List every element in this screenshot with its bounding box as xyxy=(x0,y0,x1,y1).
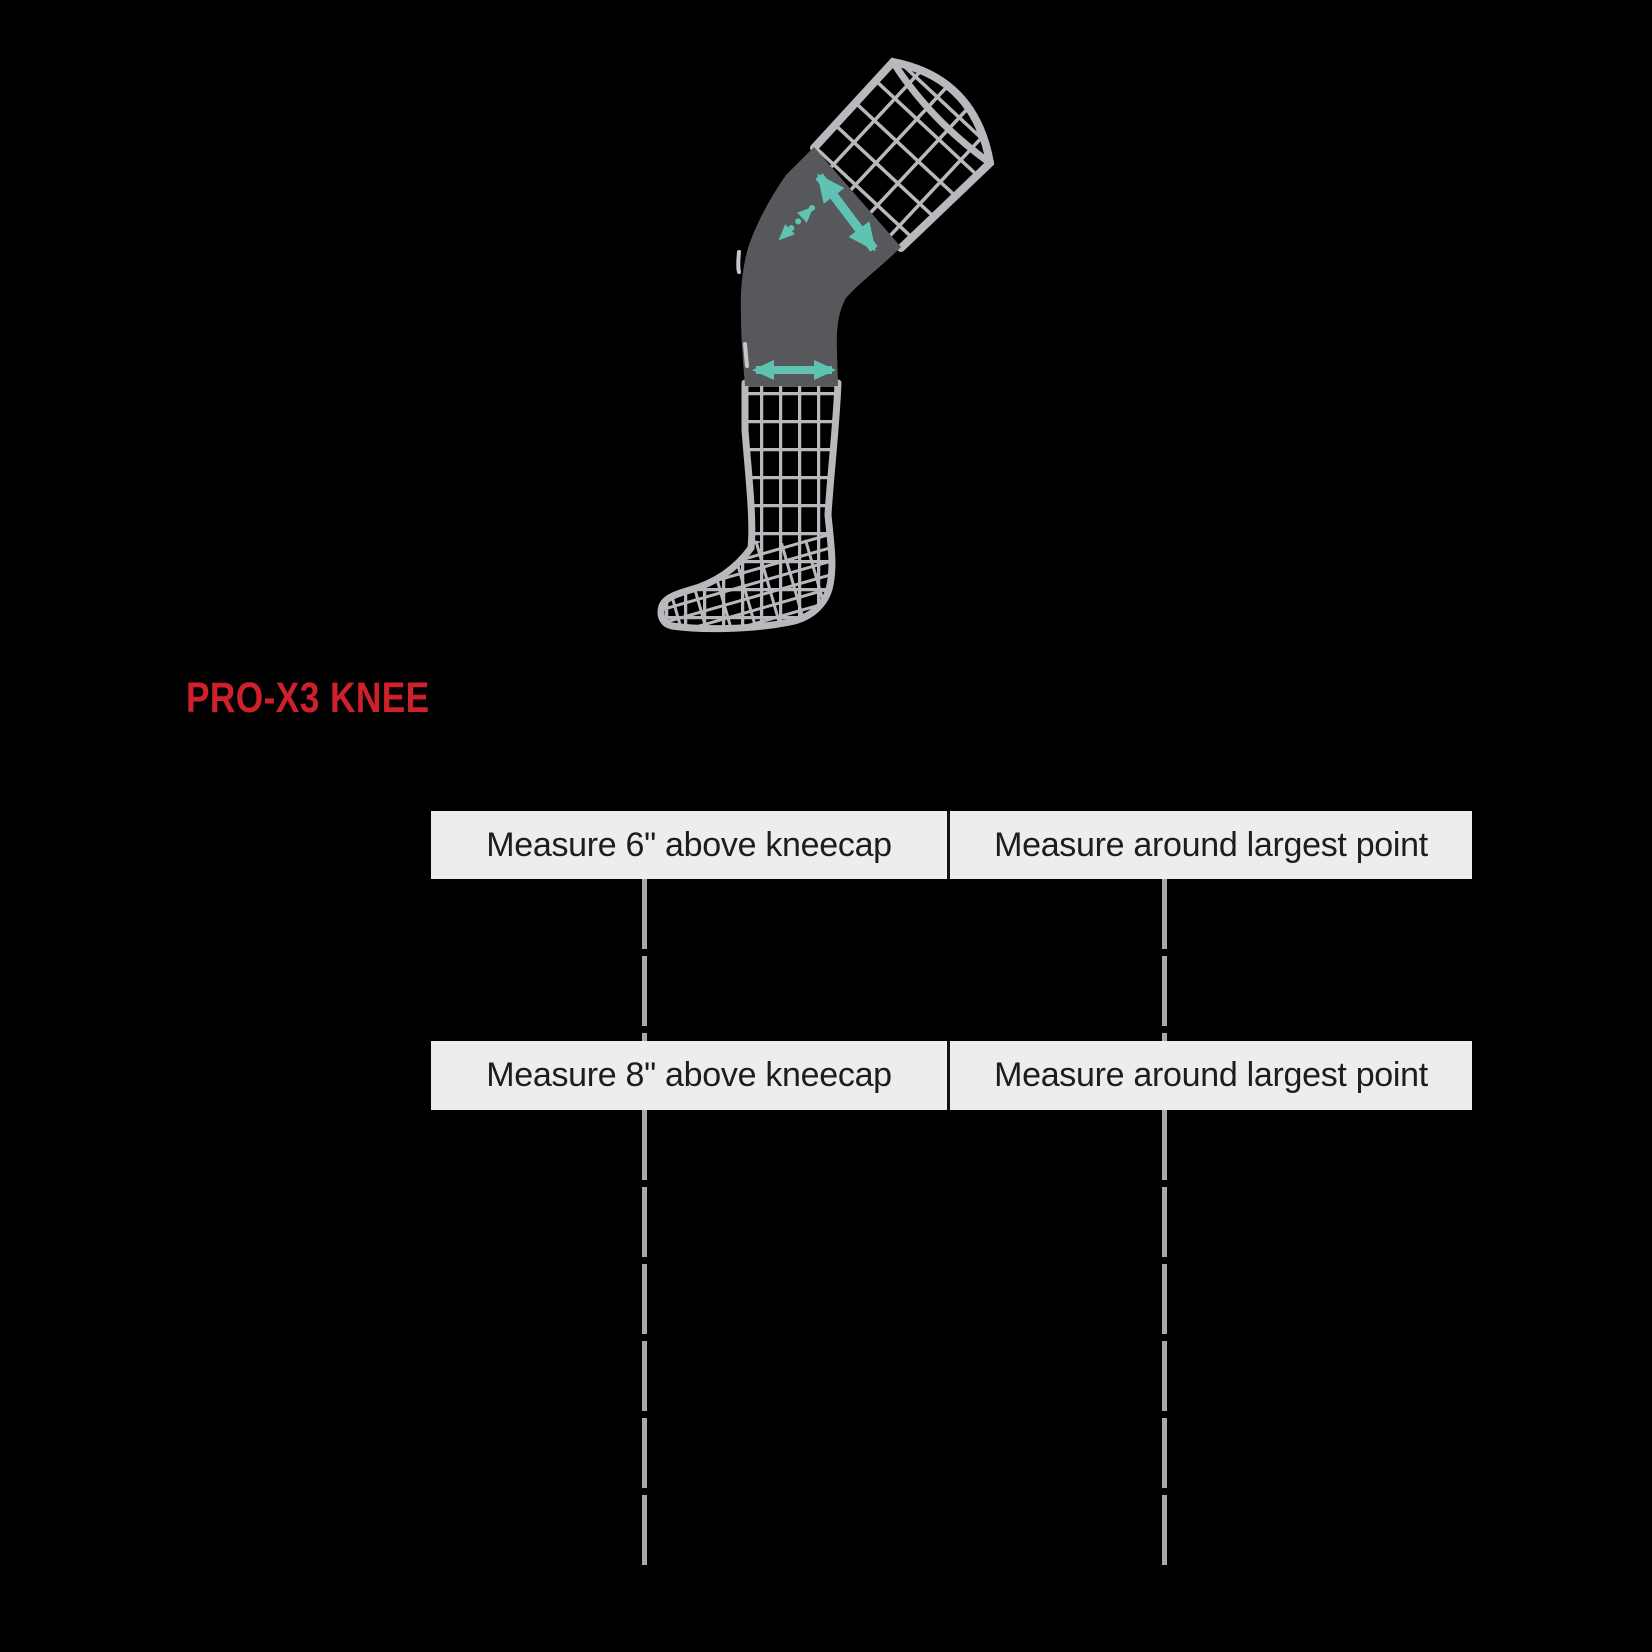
size-table-row-1: Measure 6" above kneecap Measure around … xyxy=(431,811,1472,879)
foot-mesh xyxy=(661,530,832,629)
cell-divider xyxy=(947,811,950,879)
thigh-mesh xyxy=(810,57,995,252)
calf-mesh xyxy=(657,379,842,633)
measurement-instruction-cell: Measure 6" above kneecap xyxy=(486,825,892,864)
measurement-instruction-cell: Measure around largest point xyxy=(994,1056,1428,1094)
measurement-guide-line-left xyxy=(642,879,647,1568)
knee-leg-illustration xyxy=(657,57,995,633)
cell-divider xyxy=(947,1041,950,1110)
measurement-instruction-cell: Measure around largest point xyxy=(994,825,1428,864)
product-title: PRO-X3 KNEE xyxy=(186,674,430,722)
measurement-instruction-cell: Measure 8" above kneecap xyxy=(486,1056,892,1094)
thigh-circumference-arrow xyxy=(815,173,878,252)
measurement-guide-line-right xyxy=(1162,879,1167,1568)
size-table-row-2: Measure 8" above kneecap Measure around … xyxy=(431,1041,1472,1110)
kneecap-dotted-arrow xyxy=(777,205,815,242)
